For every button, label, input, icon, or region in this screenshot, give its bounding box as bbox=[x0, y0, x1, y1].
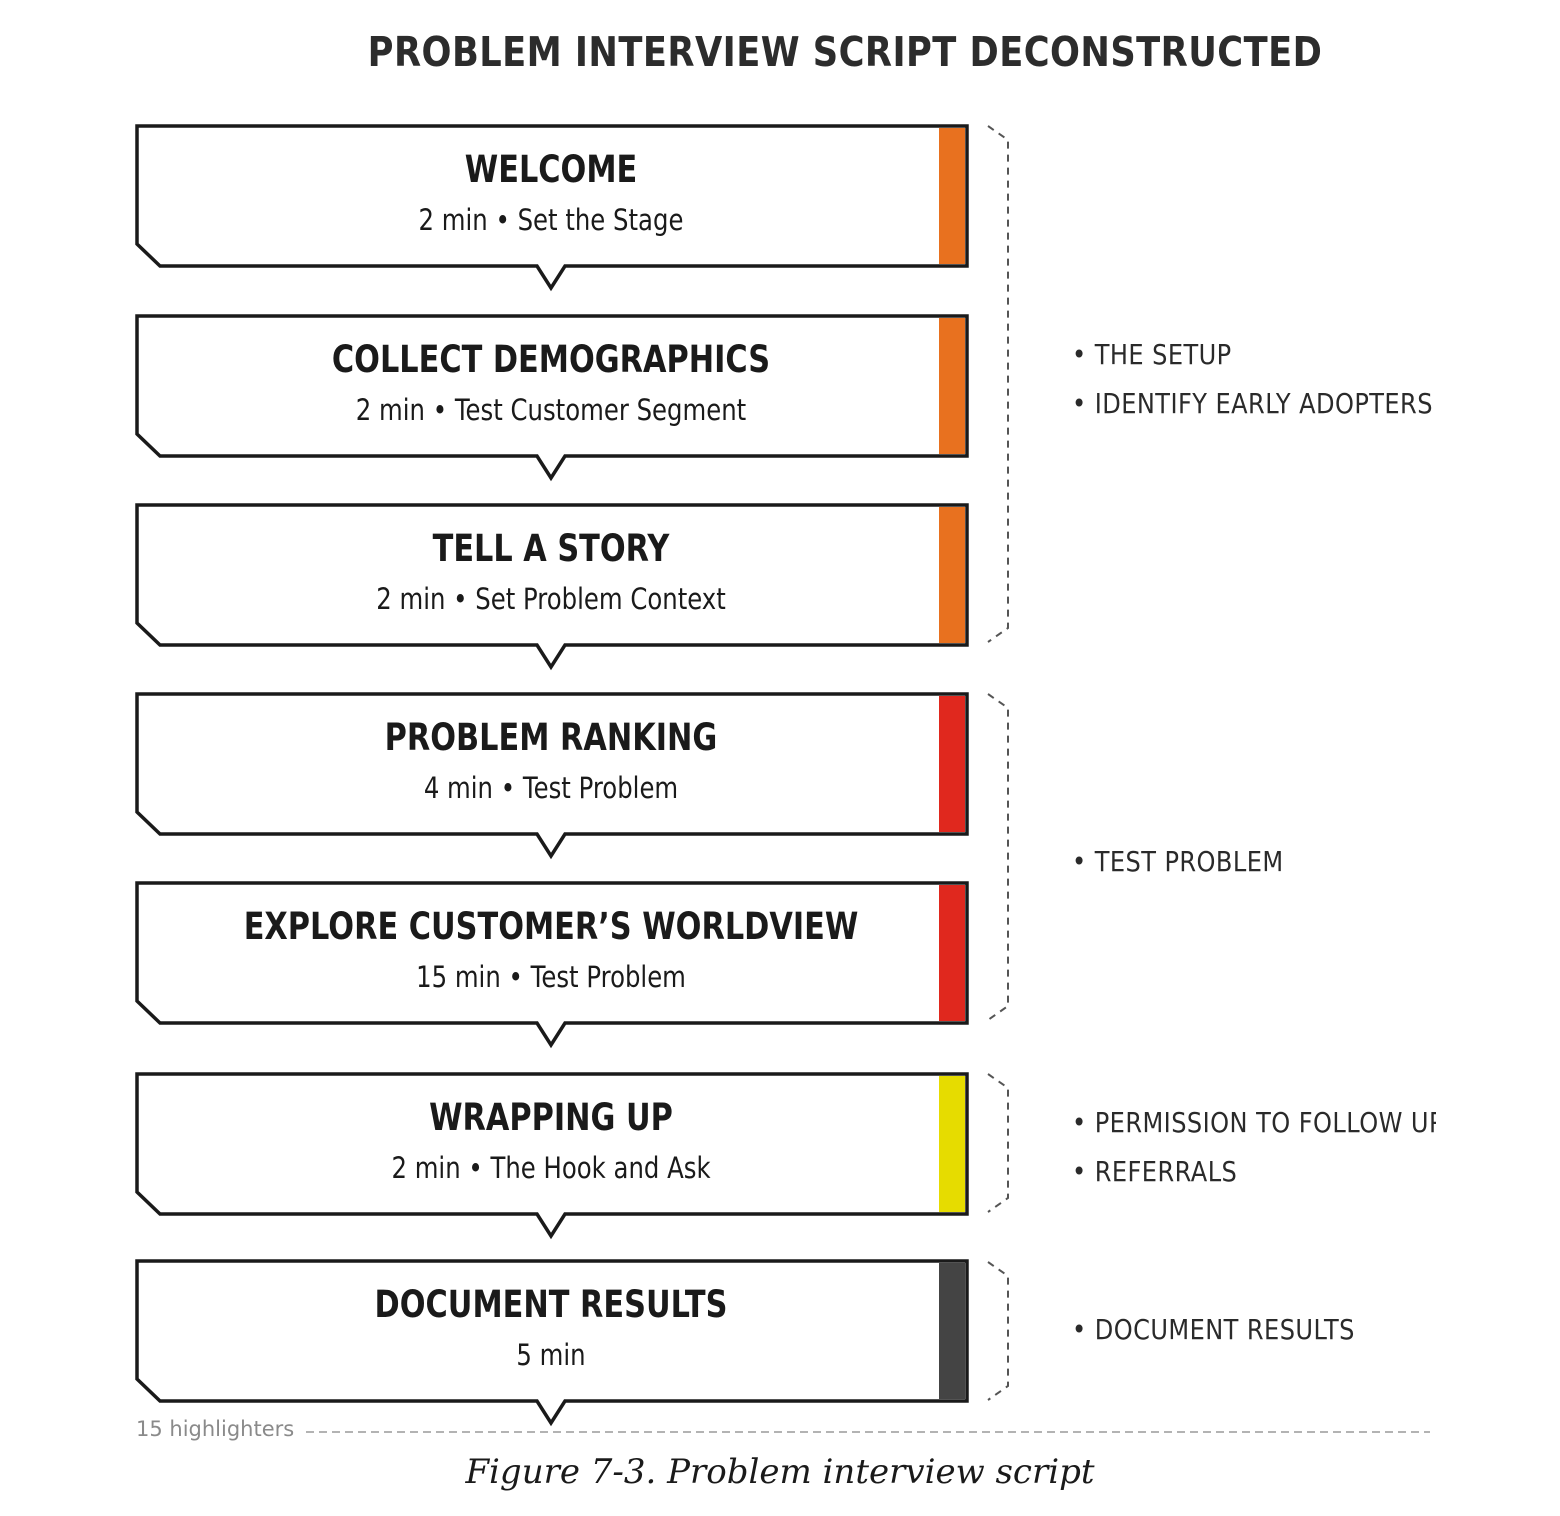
group-bracket-wrapping-up bbox=[987, 1073, 1009, 1213]
step-color-bar bbox=[939, 128, 965, 264]
figure-caption: Figure 7-3. Problem interview script bbox=[465, 1452, 1095, 1492]
step-title: TELL A STORY bbox=[432, 527, 670, 570]
page-title: PROBLEM INTERVIEW SCRIPT DECONSTRUCTED bbox=[367, 28, 1323, 76]
step-box-welcome bbox=[135, 124, 969, 292]
step-title: WELCOME bbox=[464, 148, 638, 191]
step-box-document-results bbox=[135, 1259, 969, 1427]
step-title: PROBLEM RANKING bbox=[384, 716, 718, 759]
step-color-bar bbox=[939, 1076, 965, 1212]
step-box-explore-worldview bbox=[135, 881, 969, 1049]
step-color-bar bbox=[939, 507, 965, 643]
group-bracket-test-problem bbox=[987, 693, 1009, 1021]
step-subtitle: 2 min • Set the Stage bbox=[418, 203, 684, 237]
group-note: • REFERRALS bbox=[1072, 1155, 1238, 1188]
step-title: COLLECT DEMOGRAPHICS bbox=[331, 338, 771, 381]
step-color-bar bbox=[939, 318, 965, 454]
step-subtitle: 2 min • Set Problem Context bbox=[376, 582, 726, 616]
group-note: • PERMISSION TO FOLLOW UP bbox=[1072, 1106, 1436, 1139]
step-title: DOCUMENT RESULTS bbox=[374, 1283, 728, 1326]
step-title: WRAPPING UP bbox=[429, 1096, 673, 1139]
step-subtitle: 15 min • Test Problem bbox=[416, 960, 686, 994]
step-title: EXPLORE CUSTOMER’S WORLDVIEW bbox=[243, 905, 859, 948]
step-subtitle: 5 min bbox=[516, 1338, 586, 1372]
group-note: • DOCUMENT RESULTS bbox=[1072, 1313, 1355, 1346]
step-subtitle: 2 min • The Hook and Ask bbox=[391, 1151, 711, 1185]
step-color-bar bbox=[939, 696, 965, 832]
group-bracket-document bbox=[987, 1261, 1009, 1401]
step-color-bar bbox=[939, 885, 965, 1021]
step-color-bar bbox=[939, 1263, 965, 1399]
step-box-tell-a-story bbox=[135, 503, 969, 671]
group-bracket-setup bbox=[987, 125, 1009, 643]
step-box-wrapping-up bbox=[135, 1072, 969, 1240]
group-note: • TEST PROBLEM bbox=[1072, 845, 1284, 878]
step-box-problem-ranking bbox=[135, 692, 969, 860]
step-subtitle: 2 min • Test Customer Segment bbox=[355, 393, 747, 427]
group-note: • THE SETUP bbox=[1072, 338, 1232, 371]
step-subtitle: 4 min • Test Problem bbox=[423, 771, 679, 805]
highlighters-count[interactable]: 15 highlighters bbox=[136, 1417, 295, 1441]
group-note: • IDENTIFY EARLY ADOPTERS bbox=[1072, 387, 1433, 420]
step-box-collect-demographics bbox=[135, 314, 969, 482]
